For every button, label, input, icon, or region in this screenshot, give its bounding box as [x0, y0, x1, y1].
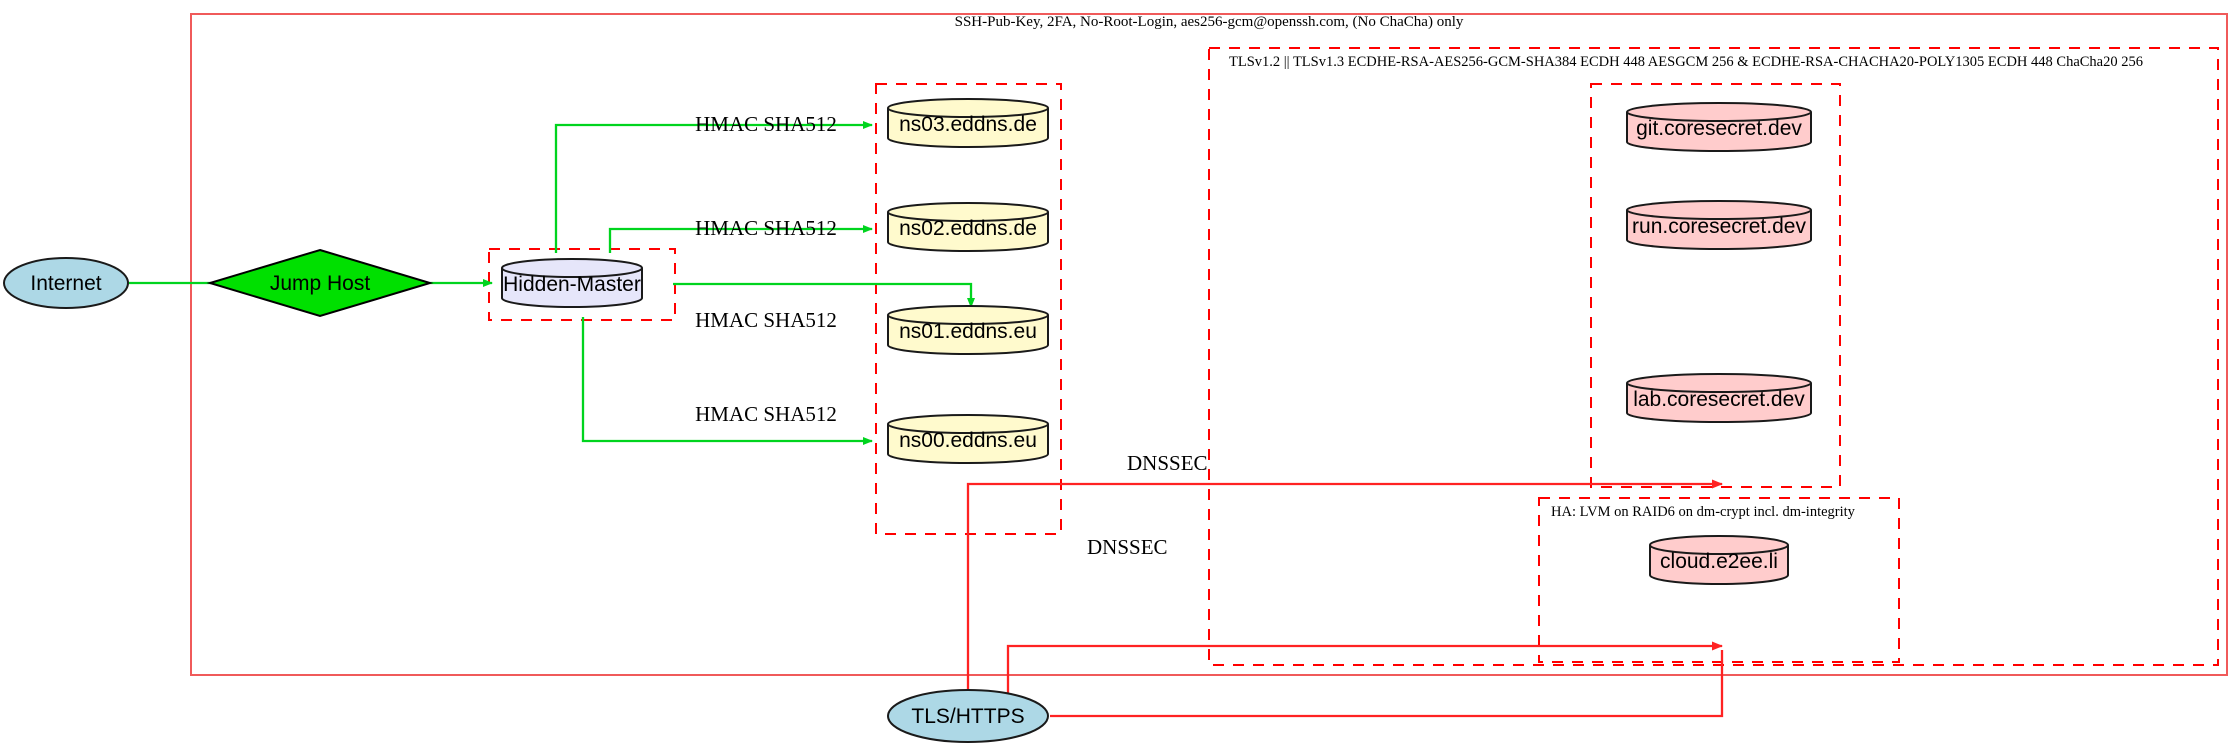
node-jump-host[interactable]: Jump Host [206, 248, 434, 318]
edge-master-ns00 [581, 317, 873, 445]
node-ns01-label: ns01.eddns.eu [899, 320, 1037, 343]
node-git-coresecret-label: git.coresecret.dev [1636, 117, 1802, 140]
edge-dnssec-lower [1006, 641, 1723, 717]
node-tls-https[interactable]: TLS/HTTPS [887, 689, 1049, 743]
edge-dnssec-upper [966, 479, 1723, 717]
node-cloud-e2ee-label: cloud.e2ee.li [1660, 550, 1778, 573]
edge-master-ns02 [608, 225, 873, 253]
ssh-policy-cluster [190, 13, 2228, 676]
node-ns01[interactable]: ns01.eddns.eu [887, 305, 1049, 355]
edge-master-ns03 [554, 121, 873, 253]
node-cloud-e2ee[interactable]: cloud.e2ee.li [1649, 535, 1789, 585]
ha-policy-label: HA: LVM on RAID6 on dm-crypt incl. dm-in… [1551, 504, 1856, 520]
edge-label-dnssec-upper: DNSSEC [1127, 451, 1208, 475]
coresecret-cluster [1590, 83, 1841, 488]
node-ns02[interactable]: ns02.eddns.de [887, 202, 1049, 252]
node-lab-coresecret[interactable]: lab.coresecret.dev [1626, 373, 1812, 423]
node-internet-label: Internet [30, 272, 101, 295]
node-hidden-master[interactable]: Hidden-Master [501, 258, 643, 308]
node-ns03-label: ns03.eddns.de [899, 113, 1037, 136]
node-git-coresecret[interactable]: git.coresecret.dev [1626, 102, 1812, 152]
edge-label-hmac-ns01: HMAC SHA512 [695, 308, 837, 332]
edge-master-ns01 [673, 282, 975, 308]
node-ns00[interactable]: ns00.eddns.eu [887, 414, 1049, 464]
node-ns03[interactable]: ns03.eddns.de [887, 98, 1049, 148]
edge-label-dnssec-lower: DNSSEC [1087, 535, 1168, 559]
ssh-policy-label: SSH-Pub-Key, 2FA, No-Root-Login, aes256-… [955, 14, 1464, 30]
tls-policy-cluster [1208, 47, 2219, 666]
node-internet[interactable]: Internet [3, 257, 129, 309]
tls-policy-label: TLSv1.2 || TLSv1.3 ECDHE-RSA-AES256-GCM-… [1229, 54, 2143, 70]
node-lab-coresecret-label: lab.coresecret.dev [1633, 388, 1805, 411]
node-jump-host-label: Jump Host [270, 272, 371, 295]
edge-label-hmac-ns00: HMAC SHA512 [695, 402, 837, 426]
edge-tls-https-right [1050, 650, 1724, 718]
edge-label-hmac-ns03: HMAC SHA512 [695, 112, 837, 136]
node-run-coresecret-label: run.coresecret.dev [1632, 215, 1806, 238]
node-run-coresecret[interactable]: run.coresecret.dev [1626, 200, 1812, 250]
ha-cluster [1538, 497, 1900, 663]
node-ns02-label: ns02.eddns.de [899, 217, 1037, 240]
node-ns00-label: ns00.eddns.eu [899, 429, 1037, 452]
node-hidden-master-label: Hidden-Master [503, 273, 641, 296]
edge-label-hmac-ns02: HMAC SHA512 [695, 216, 837, 240]
node-tls-https-label: TLS/HTTPS [911, 705, 1024, 728]
